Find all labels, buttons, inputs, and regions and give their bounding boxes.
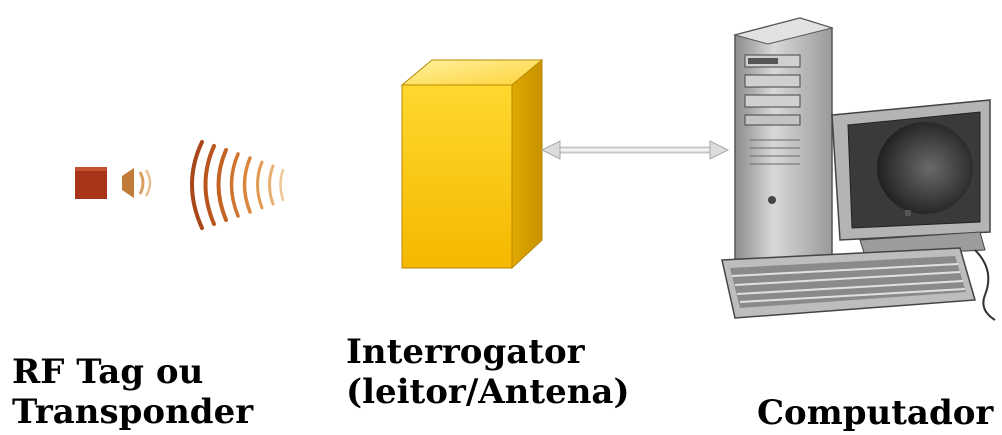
computer-label: Computador xyxy=(757,393,993,433)
computer-label-text: Computador xyxy=(757,393,994,433)
interrogator-label: Interrogator (leitor/Antena) xyxy=(346,332,630,412)
tag-label-line2: Transponder xyxy=(12,392,254,432)
tag-chip-icon xyxy=(75,167,107,199)
tag-label: RF Tag ou Transponder xyxy=(12,352,253,432)
tag-emitter-icon xyxy=(122,168,152,198)
computer-icon xyxy=(721,17,996,321)
tag-label-line1: RF Tag ou xyxy=(12,352,204,392)
interrogator-label-line1: Interrogator xyxy=(346,332,585,372)
radio-wave-icon xyxy=(190,140,285,230)
interrogator-label-line2: (leitor/Antena) xyxy=(346,372,630,412)
interrogator-box-icon xyxy=(400,58,544,270)
connection-arrow-icon xyxy=(540,140,730,160)
